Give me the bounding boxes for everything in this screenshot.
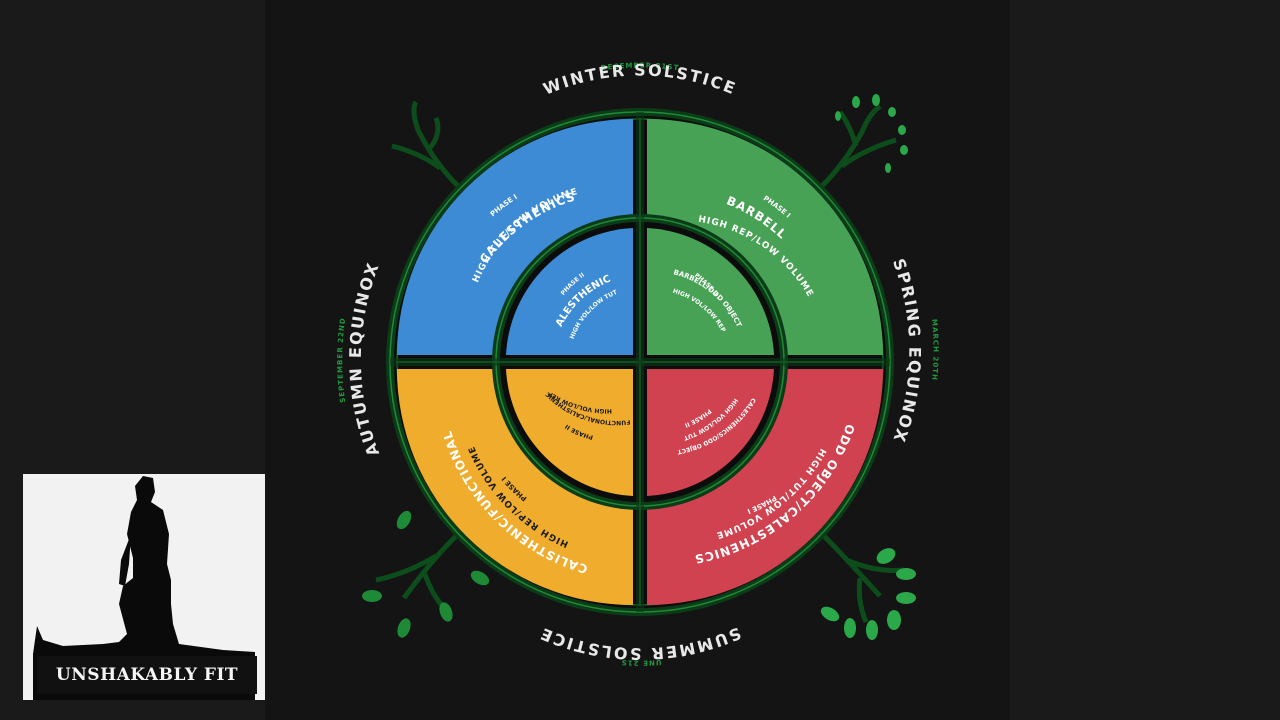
leaves-bottom-right — [820, 548, 916, 640]
winter-title: WINTER SOLSTICE — [541, 60, 740, 98]
logo-text-bar — [37, 656, 257, 694]
summer-title: SUMMER SOLSTICE — [536, 623, 744, 663]
autumn-title: AUTUMN EQUINOX — [346, 259, 383, 459]
branch-top-left — [391, 100, 460, 188]
sector-summer-inner — [647, 369, 774, 496]
leaves-top-right — [835, 94, 908, 173]
inner-sectors — [506, 228, 774, 496]
sector-autumn-inner — [506, 369, 633, 496]
right-backdrop — [1010, 0, 1280, 720]
leaves-bottom-left — [362, 510, 490, 638]
branch-bottom-left — [375, 534, 458, 612]
sector-winter-inner — [506, 228, 633, 355]
autumn-date: SEPTEMBER 22ND — [336, 317, 347, 403]
spring-date: MARCH 20TH — [930, 319, 940, 382]
runner-silhouette-logo — [33, 476, 255, 700]
logo-text: UNSHAKABLY FIT — [55, 665, 239, 685]
sector-spring-inner — [647, 228, 774, 355]
spring-title: SPRING EQUINOX — [889, 256, 924, 446]
branch-top-right — [820, 104, 897, 188]
winter-date: DECEMBER 21ST — [600, 62, 679, 73]
